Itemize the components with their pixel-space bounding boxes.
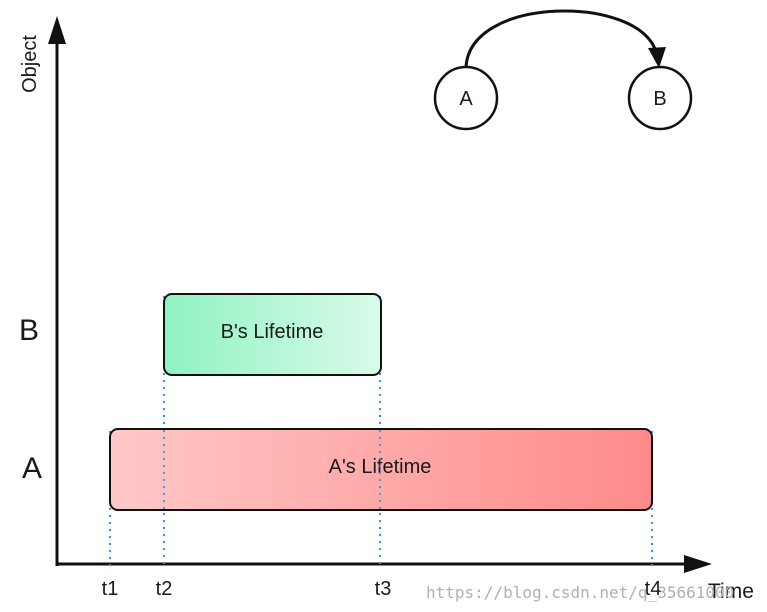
a-lifetime-bar — [109, 428, 653, 511]
watermark-text: https://blog.csdn.net/q_35661000 — [426, 583, 734, 602]
y-axis-label: Object — [19, 35, 41, 93]
node-b — [627, 65, 693, 131]
x-axis-arrow-icon — [684, 555, 712, 573]
y-axis-arrow-icon — [48, 16, 66, 44]
time-label-t4: t4 — [645, 578, 662, 600]
node-a — [433, 65, 499, 131]
b-lifetime-label: B's Lifetime — [221, 321, 324, 343]
node-b-label: B — [653, 88, 666, 110]
time-label-t3: t3 — [375, 578, 392, 600]
x-axis-label: Time — [708, 580, 754, 603]
reference-arrow — [464, 9, 658, 68]
time-label-t2: t2 — [156, 578, 173, 600]
row-label-a: A — [22, 452, 42, 485]
b-lifetime-bar — [163, 293, 382, 376]
reference-arrowhead-icon — [648, 47, 666, 68]
row-label-b: B — [19, 314, 39, 347]
time-label-t1: t1 — [102, 578, 119, 600]
node-a-label: A — [459, 88, 473, 110]
